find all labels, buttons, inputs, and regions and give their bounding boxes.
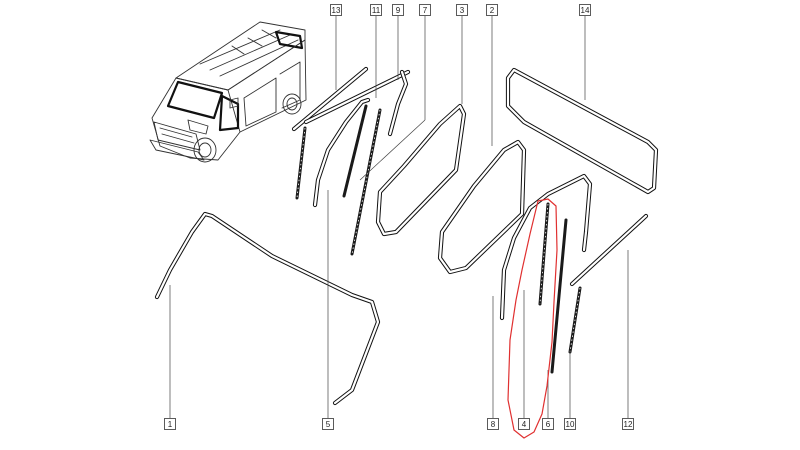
callout-number: 6 [546,420,551,429]
callout-number: 3 [460,6,465,15]
callout-box [542,418,554,430]
callout-box [487,418,499,430]
part-14-rear-window-seal [505,67,659,195]
leader-lines [169,16,629,418]
callout-layer: 13 11 9 7 3 2 14 1 5 8 4 6 10 12 [164,4,634,430]
part-7-door-seal-front [312,97,371,208]
part-8-door-seal [499,173,593,321]
part-11-strip [303,69,411,125]
callout-11: 11 [370,4,382,16]
callout-number: 10 [566,420,575,429]
callout-box [164,418,176,430]
callout-box [579,4,591,16]
callout-box [322,418,334,430]
van-illustration [149,21,307,163]
callout-number: 11 [372,6,381,15]
part-5-strip [342,104,382,256]
callout-9: 9 [392,4,404,16]
callout-box [419,4,431,16]
callout-5: 5 [322,418,334,430]
callout-number: 1 [168,420,173,429]
callout-12: 12 [622,418,634,430]
part-1-windscreen-seal [154,211,381,406]
part-12-strip [569,213,649,287]
part-10-strip [568,286,582,354]
callout-8: 8 [487,418,499,430]
callout-number: 7 [423,6,428,15]
part-9-strip [387,69,409,137]
part-13b-strip [295,126,307,200]
callout-box [456,4,468,16]
callout-number: 2 [490,6,495,15]
part-4-strip [538,202,550,306]
callout-number: 13 [332,6,341,15]
callout-1: 1 [164,418,176,430]
callout-3: 3 [456,4,468,16]
callout-number: 12 [624,420,633,429]
callout-number: 8 [491,420,496,429]
callout-14: 14 [579,4,591,16]
callout-number: 9 [396,6,401,15]
callout-2: 2 [486,4,498,16]
highlight-outline [507,198,558,439]
callout-4: 4 [518,418,530,430]
callout-number: 4 [522,420,527,429]
callout-6: 6 [542,418,554,430]
part-13-strip [291,66,369,132]
part-6-strip [550,218,568,374]
callout-box [486,4,498,16]
callout-box [370,4,382,16]
callout-box [564,418,576,430]
part-3-door-frame-seal [375,103,467,237]
callout-box [330,4,342,16]
callout-number: 14 [581,6,590,15]
callout-10: 10 [564,418,576,430]
callout-13: 13 [330,4,342,16]
callout-box [392,4,404,16]
part-2-rear-door-seal [437,139,527,275]
callout-7: 7 [419,4,431,16]
callout-number: 5 [326,420,331,429]
callout-box [622,418,634,430]
callout-box [518,418,530,430]
